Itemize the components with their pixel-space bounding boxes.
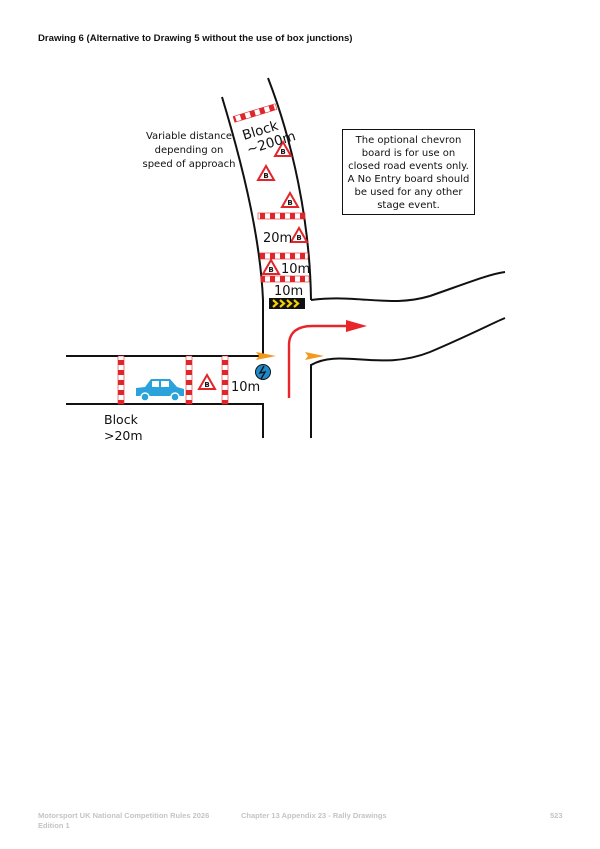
footer-chapter: Chapter 13 Appendix 23 - Rally Drawings bbox=[241, 811, 387, 820]
chevron-board bbox=[269, 298, 305, 309]
footer-rules: Motorsport UK National Competition Rules… bbox=[38, 811, 210, 830]
block-20m-label: Block >20m bbox=[104, 412, 143, 443]
svg-text:B: B bbox=[287, 199, 292, 207]
distance-20m-label: 20m bbox=[263, 231, 292, 246]
car-icon bbox=[136, 379, 184, 402]
north-road-right-edge bbox=[267, 77, 312, 301]
warning-triangle-icon: B bbox=[273, 139, 293, 157]
warning-triangle-icon: B bbox=[256, 163, 276, 181]
svg-text:B: B bbox=[204, 381, 209, 389]
warning-triangle-icon: B bbox=[289, 225, 309, 243]
svg-text:B: B bbox=[263, 172, 268, 180]
north-road-barriers bbox=[232, 103, 310, 283]
svg-text:B: B bbox=[280, 148, 285, 156]
route-arrow-icon bbox=[287, 320, 367, 398]
warning-triangle-icon: B bbox=[280, 190, 300, 208]
warning-signs: B B B B B B bbox=[197, 139, 309, 390]
warning-triangle-icon: B bbox=[197, 372, 217, 390]
west-road-bottom-edge bbox=[66, 403, 264, 438]
orange-arrow-icon bbox=[256, 352, 276, 360]
svg-text:B: B bbox=[296, 234, 301, 242]
east-road-bottom-edge bbox=[310, 317, 506, 438]
svg-text:B: B bbox=[268, 266, 273, 274]
warning-triangle-icon: B bbox=[261, 257, 281, 275]
distance-10m-label: 10m bbox=[274, 284, 303, 299]
distance-10m-label: 10m bbox=[281, 262, 310, 277]
page-number: 523 bbox=[550, 811, 563, 820]
orange-arrows bbox=[256, 352, 324, 360]
variable-distance-note: Variable distance depending on speed of … bbox=[142, 131, 236, 170]
drawing-title: Drawing 6 (Alternative to Drawing 5 with… bbox=[38, 33, 353, 44]
north-road-left-edge bbox=[221, 96, 264, 356]
distance-10m-label: 10m bbox=[231, 380, 260, 395]
radio-point-icon bbox=[255, 364, 271, 380]
east-road-top-edge bbox=[310, 271, 506, 303]
orange-arrow-icon bbox=[305, 352, 324, 360]
west-road-barriers bbox=[117, 355, 229, 405]
road-edges bbox=[66, 77, 506, 438]
chevron-note-box: The optional chevron board is for use on… bbox=[342, 129, 475, 215]
